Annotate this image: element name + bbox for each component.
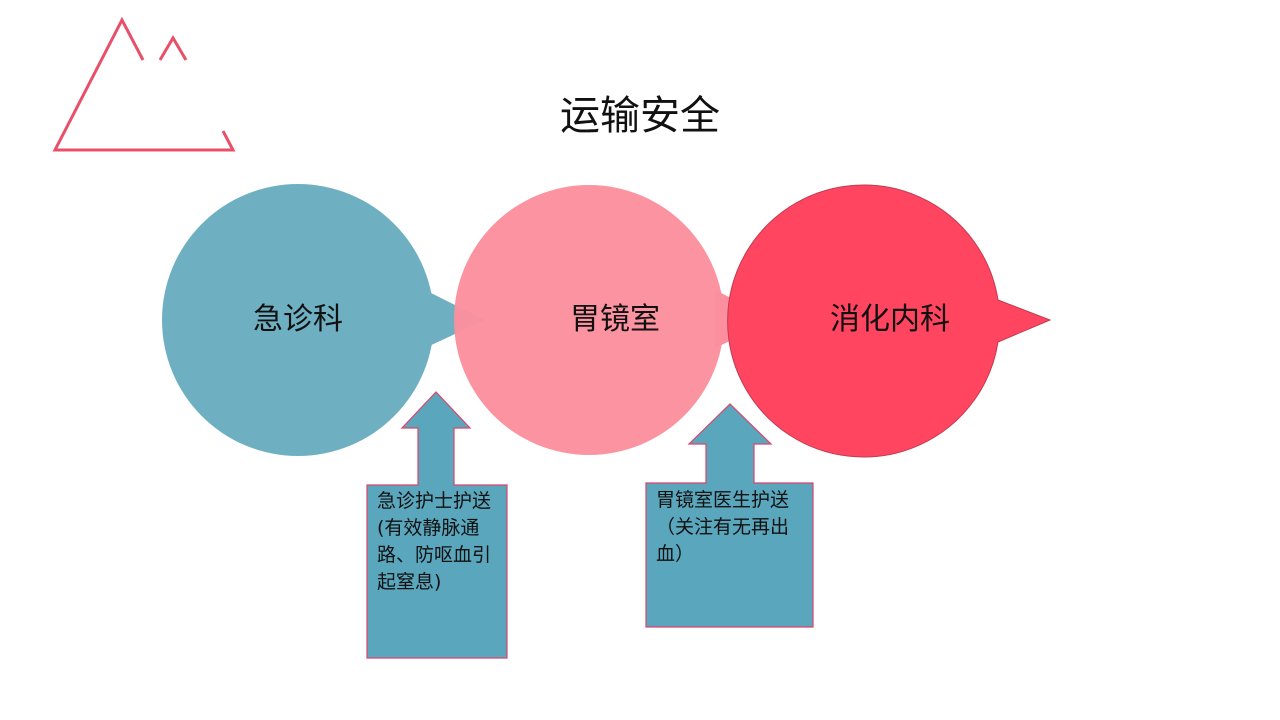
page-title: 运输安全: [560, 93, 720, 139]
note-box-endoscopy: [645, 403, 814, 628]
note-text-endoscopy: 胃镜室医生护送（关注有无再出血）: [656, 489, 790, 565]
node-gastro: [727, 184, 1052, 458]
note-text-emergency: 急诊护士护送(有效静脉通路、防呕血引起窒息): [377, 490, 492, 593]
note-box-emergency: [366, 391, 508, 659]
node-label-gastro: 消化内科: [830, 302, 950, 337]
mountain-deco-icon: [52, 16, 236, 152]
node-label-endoscopy: 胃镜室: [570, 302, 660, 337]
node-label-emergency: 急诊科: [253, 302, 343, 337]
